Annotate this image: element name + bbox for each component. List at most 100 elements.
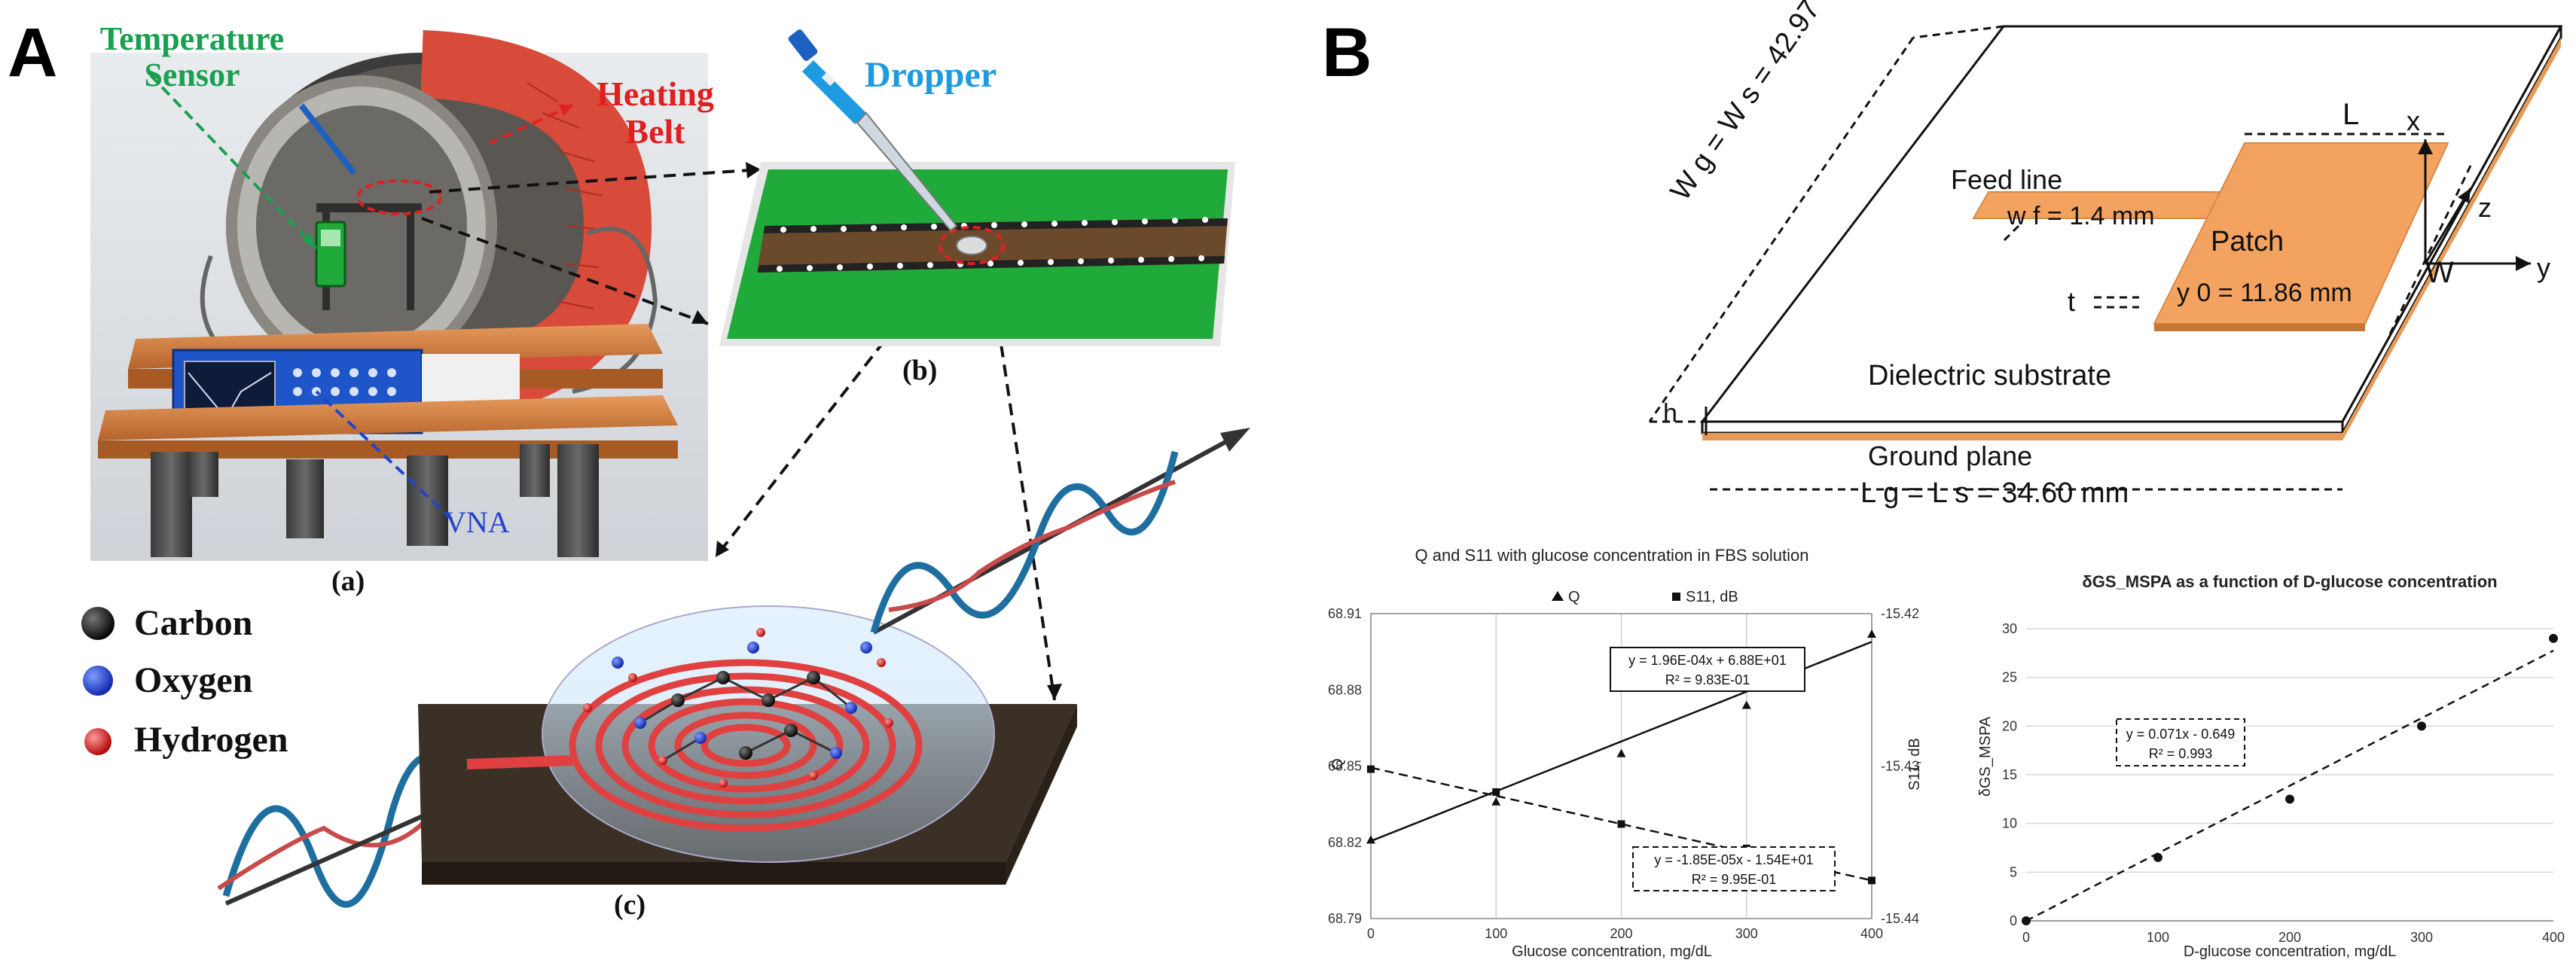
chart1-q-point bbox=[1491, 797, 1501, 806]
feed-line-label: Feed line bbox=[1951, 164, 2063, 195]
legend-s11-label: S11, dB bbox=[1686, 589, 1738, 605]
chart1-xlabel: Glucose concentration, mg/dL bbox=[1512, 943, 1712, 960]
l-dimension-label: L bbox=[2343, 98, 2360, 131]
chart1-q-point bbox=[1366, 835, 1375, 844]
legend-q-marker bbox=[1552, 591, 1564, 601]
chart1-q-fit-eq: y = 1.96E-04x + 6.88E+01 bbox=[1628, 653, 1787, 668]
chart1-xtick-label: 300 bbox=[1735, 926, 1758, 941]
chart1-s11-point bbox=[1617, 820, 1625, 828]
chart1-s11-point bbox=[1492, 788, 1500, 796]
w-dimension-label: W bbox=[2425, 256, 2454, 289]
antenna-diagram bbox=[1648, 25, 2563, 491]
sub-label-c: (c) bbox=[614, 889, 646, 921]
chart2-point bbox=[2549, 633, 2558, 643]
chart2-ytick-label: 25 bbox=[2002, 670, 2017, 685]
chart2-xtick-label: 400 bbox=[2542, 930, 2565, 945]
carbon-ball-icon bbox=[81, 607, 114, 640]
chart2-point bbox=[2153, 852, 2162, 862]
chart1-y2tick-label: -15.43 bbox=[1881, 759, 1919, 774]
chart1-s11-point bbox=[1367, 765, 1375, 773]
chart1-ylabel: Q bbox=[1329, 758, 1346, 770]
chart1-legend: Q S11, dB bbox=[1552, 589, 1738, 605]
chart1-title: Q and S11 with glucose concentration in … bbox=[1415, 546, 1808, 565]
heating-belt-label: Heating Belt bbox=[572, 75, 738, 151]
heating-label-line1: Heating bbox=[597, 75, 714, 113]
q-s11-chart: Q and S11 with glucose concentration in … bbox=[1328, 546, 1923, 960]
delta-gs-chart: δGS_MSPA as a function of D-glucose conc… bbox=[1977, 572, 2565, 960]
chart2-ytick-label: 20 bbox=[2002, 718, 2017, 733]
chart2-ylabel: δGS_MSPA bbox=[1977, 716, 1994, 797]
ground-plane-label: Ground plane bbox=[1868, 440, 2033, 471]
vna-arrow bbox=[315, 390, 453, 521]
t-label: t bbox=[2068, 286, 2076, 317]
chart1-ytick-label: 68.88 bbox=[1328, 682, 1362, 697]
wf-label: w f = 1.4 mm bbox=[2007, 202, 2155, 230]
chart2-fit-eq: y = 0.071x - 0.649 bbox=[2126, 727, 2236, 742]
panel-a-illustration bbox=[81, 29, 1250, 908]
temperature-sensor-label: Temperature Sensor bbox=[64, 21, 320, 93]
chart2-xtick-label: 100 bbox=[2147, 930, 2169, 945]
dropper-label: Dropper bbox=[865, 55, 997, 95]
chart1-y2tick-label: -15.44 bbox=[1881, 911, 1919, 926]
antenna-block bbox=[418, 605, 1077, 885]
chart1-ytick-label: 68.79 bbox=[1328, 911, 1362, 926]
y0-label: y 0 = 11.86 mm bbox=[2177, 279, 2352, 307]
sensor-arrow bbox=[149, 74, 318, 250]
chart2-xtick-label: 300 bbox=[2410, 930, 2433, 945]
chart1-q-point bbox=[1741, 700, 1751, 709]
chart2-ytick-label: 30 bbox=[2002, 621, 2017, 636]
oxygen-ball-icon bbox=[83, 666, 113, 696]
legend-q-label: Q bbox=[1568, 589, 1580, 605]
chart1-xtick-label: 100 bbox=[1485, 926, 1507, 941]
chart1-ytick-label: 68.82 bbox=[1328, 835, 1362, 850]
chart1-q-point bbox=[1867, 629, 1876, 638]
chart1-ytick-label: 68.85 bbox=[1328, 759, 1362, 774]
sensor-board bbox=[719, 162, 1235, 346]
chart1-q-fit-box bbox=[1610, 647, 1805, 692]
sub-label-a: (a) bbox=[331, 565, 365, 597]
hydrogen-ball-icon bbox=[84, 728, 111, 755]
chart2-ytick-label: 15 bbox=[2002, 767, 2017, 782]
dropper-pipette bbox=[788, 29, 958, 232]
h-label: h bbox=[1663, 399, 1677, 428]
chart1-q-point bbox=[1616, 748, 1626, 757]
vna-label: VNA bbox=[444, 505, 510, 539]
legend-hydrogen-label: Hydrogen bbox=[134, 720, 288, 760]
chart2-xtick-label: 200 bbox=[2278, 930, 2301, 945]
chart2-title: δGS_MSPA as a function of D-glucose conc… bbox=[2082, 572, 2497, 591]
chart2-ytick-label: 0 bbox=[2010, 913, 2017, 928]
axis-z-label: z bbox=[2478, 192, 2492, 223]
chart2-xlabel: D-glucose concentration, mg/dL bbox=[2184, 943, 2396, 960]
panel-b-letter: B bbox=[1322, 14, 1372, 91]
chart2-fit-box bbox=[2116, 718, 2245, 766]
legend-s11-marker bbox=[1672, 593, 1680, 601]
chart1-s11-fit-r2: R² = 9.95E-01 bbox=[1692, 872, 1777, 887]
chart1-y2tick-label: -15.42 bbox=[1881, 606, 1919, 621]
setup-photo bbox=[90, 30, 708, 561]
axis-x-label: x bbox=[2407, 105, 2420, 136]
chart1-y2label: S11, dB bbox=[1906, 738, 1923, 791]
sub-label-b: (b) bbox=[902, 355, 938, 386]
legend-carbon-label: Carbon bbox=[134, 603, 253, 643]
chart2-trendline bbox=[2025, 649, 2554, 922]
chart1-s11-fit-box bbox=[1632, 846, 1836, 891]
temperature-label-line2: Sensor bbox=[144, 56, 240, 93]
chart1-xtick-label: 200 bbox=[1610, 926, 1632, 941]
dielectric-substrate-label: Dielectric substrate bbox=[1868, 360, 2112, 392]
chart2-ytick-label: 10 bbox=[2002, 816, 2017, 831]
temperature-label-line1: Temperature bbox=[99, 20, 285, 57]
chart1-ytick-label: 68.91 bbox=[1328, 606, 1362, 621]
patch-label: Patch bbox=[2211, 226, 2285, 257]
chart2-ytick-label: 5 bbox=[2010, 864, 2017, 879]
axis-y-label: y bbox=[2537, 252, 2550, 283]
panel-a-letter: A bbox=[8, 14, 58, 91]
chart2-xtick-label: 0 bbox=[2022, 930, 2030, 945]
chart2-point bbox=[2022, 916, 2031, 925]
belt-arrow bbox=[489, 104, 573, 145]
legend-oxygen-label: Oxygen bbox=[134, 660, 253, 700]
lg-label: L g = L s = 34.60 mm bbox=[1860, 477, 2129, 509]
chart1-s11-fit-eq: y = -1.85E-05x - 1.54E+01 bbox=[1654, 852, 1813, 867]
chart1-xtick-label: 400 bbox=[1860, 926, 1883, 941]
chart2-fit-r2: R² = 0.993 bbox=[2149, 746, 2213, 761]
chart2-point bbox=[2285, 794, 2294, 804]
